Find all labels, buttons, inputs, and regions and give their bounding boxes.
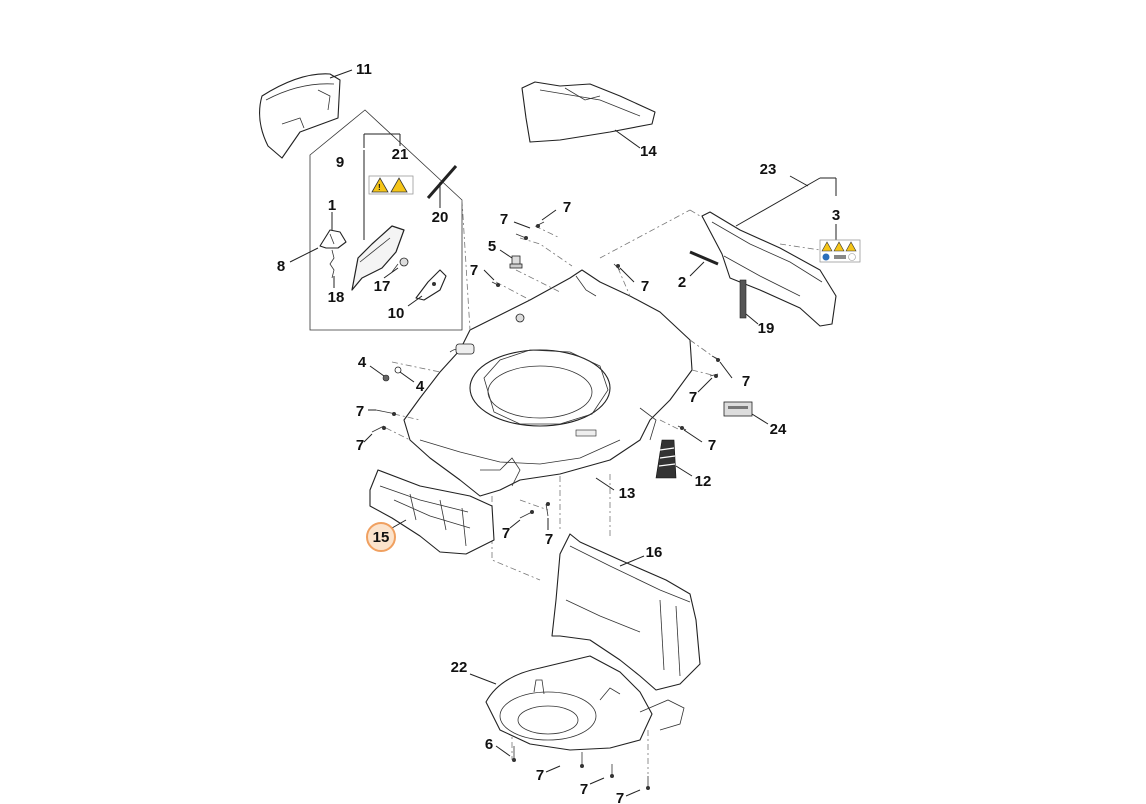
part-5-bolt[interactable] <box>509 255 523 269</box>
callout-7-c[interactable]: 7 <box>470 262 478 279</box>
callout-14[interactable]: 14 <box>640 143 657 160</box>
callout-7-m[interactable]: 7 <box>580 781 588 798</box>
callout-24[interactable]: 24 <box>770 421 787 438</box>
part-20-rod[interactable] <box>426 165 458 199</box>
part-21-warning-label[interactable]: ! <box>368 175 414 195</box>
part-10-bracket[interactable] <box>415 269 447 301</box>
callout-7-j[interactable]: 7 <box>502 525 510 542</box>
callout-23[interactable]: 23 <box>760 161 777 178</box>
part-2-pin[interactable] <box>689 250 719 266</box>
part-12-grille[interactable] <box>655 439 677 479</box>
part-4-fasteners[interactable] <box>382 366 402 382</box>
callout-2[interactable]: 2 <box>678 274 686 291</box>
part-9-lever[interactable] <box>351 225 405 291</box>
callout-1[interactable]: 1 <box>328 197 336 214</box>
callout-21[interactable]: 21 <box>392 146 409 163</box>
callout-8[interactable]: 8 <box>277 258 285 275</box>
part-22-bowl[interactable] <box>485 655 685 751</box>
callout-17[interactable]: 17 <box>374 278 391 295</box>
callout-19[interactable]: 19 <box>758 320 775 337</box>
callout-13[interactable]: 13 <box>619 485 636 502</box>
part-17-bolt[interactable] <box>391 257 409 273</box>
part-18-spring[interactable] <box>329 249 335 279</box>
callout-4-b[interactable]: 4 <box>416 378 425 395</box>
part-13-deck[interactable] <box>403 269 693 497</box>
part-16-chute[interactable] <box>551 533 701 691</box>
callout-4-a[interactable]: 4 <box>358 354 367 371</box>
callout-11[interactable]: 11 <box>356 61 372 78</box>
highlight-marker-15 <box>366 522 396 552</box>
screw-7-icons <box>371 221 721 790</box>
callout-6[interactable]: 6 <box>485 736 493 753</box>
callout-7-d[interactable]: 7 <box>641 278 649 295</box>
group-frame <box>309 109 463 331</box>
callout-7-k[interactable]: 7 <box>545 531 553 548</box>
callout-7-i[interactable]: 7 <box>708 437 716 454</box>
callout-7-l[interactable]: 7 <box>536 767 544 784</box>
svg-text:!: ! <box>378 183 381 192</box>
part-1-bracket[interactable] <box>319 229 347 249</box>
part-14-deflector[interactable] <box>521 81 656 143</box>
callout-20[interactable]: 20 <box>432 209 449 226</box>
callout-7-e[interactable]: 7 <box>742 373 750 390</box>
callout-15[interactable]: 15 <box>373 529 390 546</box>
part-11-cover[interactable] <box>259 73 341 159</box>
part-15-baffle[interactable] <box>369 469 495 555</box>
callout-22[interactable]: 22 <box>451 659 468 676</box>
callout-7-b[interactable]: 7 <box>563 199 571 216</box>
part-24-rating-plate[interactable] <box>723 401 753 417</box>
callout-12[interactable]: 12 <box>695 473 712 490</box>
callout-10[interactable]: 10 <box>388 305 405 322</box>
callout-7-a[interactable]: 7 <box>500 211 508 228</box>
callout-7-f[interactable]: 7 <box>689 389 697 406</box>
callout-3[interactable]: 3 <box>832 207 840 224</box>
part-23-side-cover[interactable] <box>701 211 837 327</box>
callout-7-g[interactable]: 7 <box>356 403 364 420</box>
callout-18[interactable]: 18 <box>328 289 345 306</box>
callout-7-n[interactable]: 7 <box>616 790 624 804</box>
callout-16[interactable]: 16 <box>646 544 663 561</box>
callout-7-h[interactable]: 7 <box>356 437 364 454</box>
part-19-spring[interactable] <box>739 279 747 319</box>
part-3-warning-label[interactable] <box>819 239 861 263</box>
callout-9[interactable]: 9 <box>336 154 344 171</box>
callout-5[interactable]: 5 <box>488 238 496 255</box>
